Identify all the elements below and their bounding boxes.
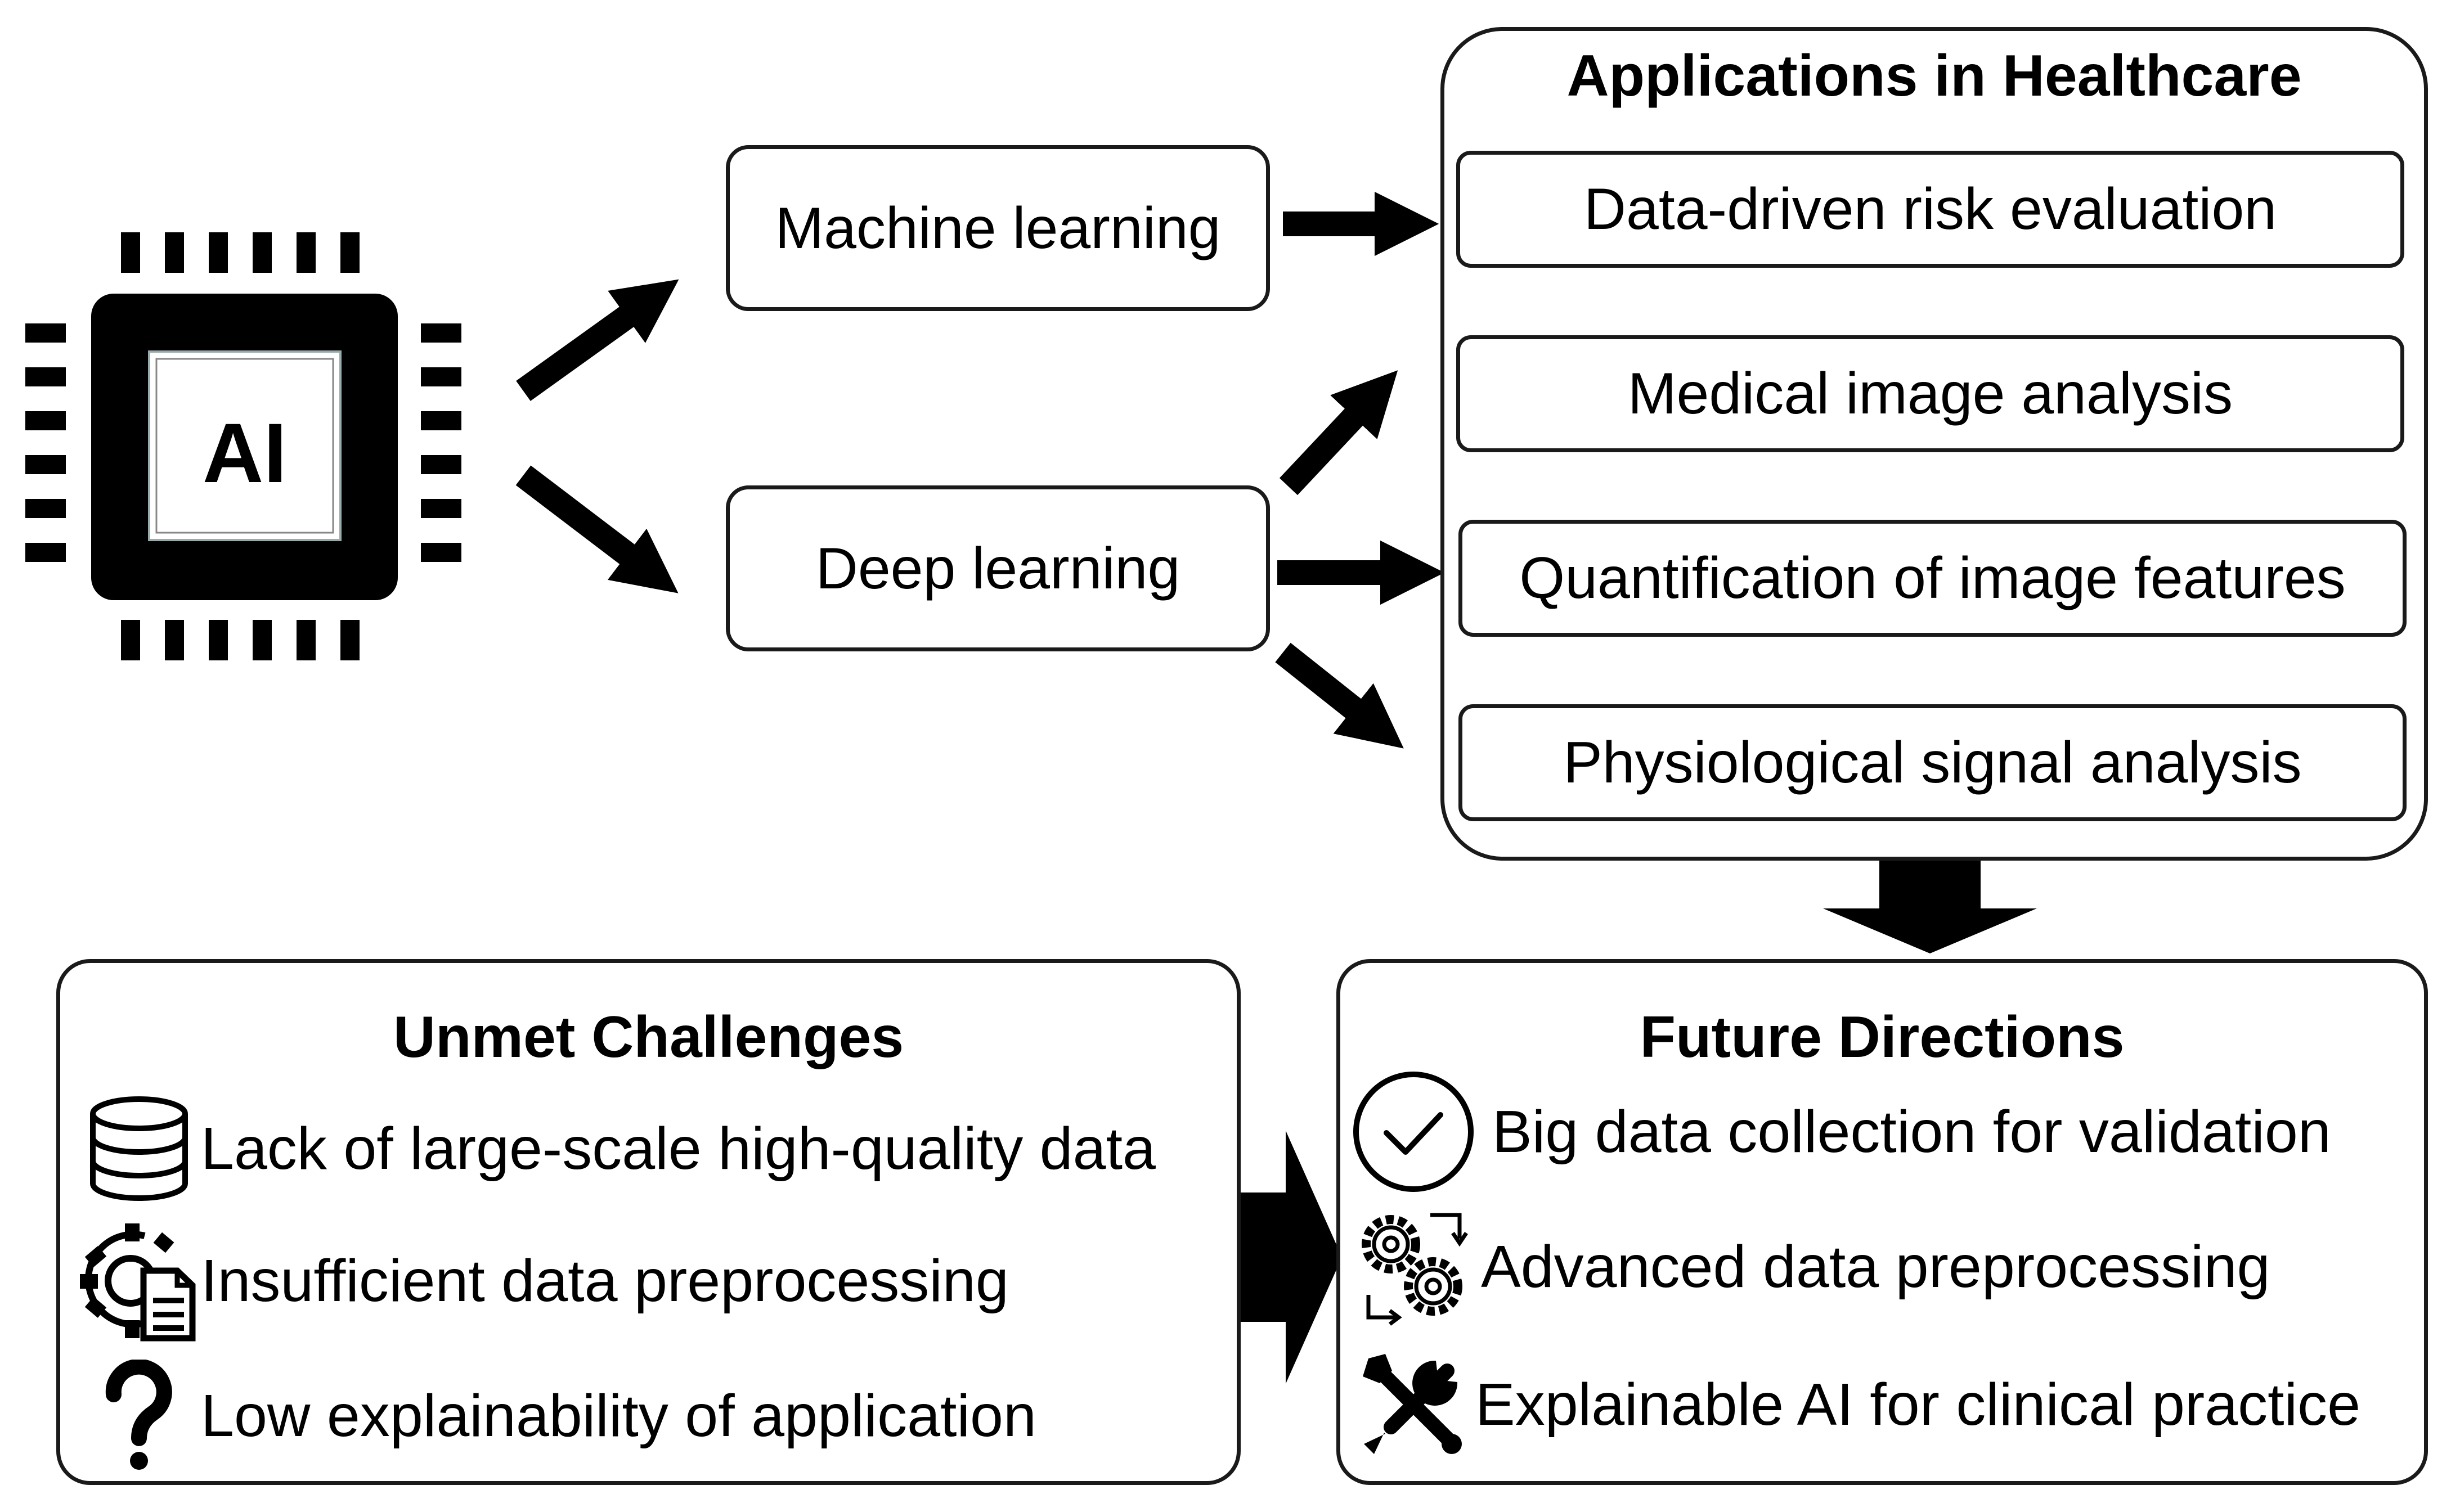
arrow-applications-to-future (1823, 861, 2037, 953)
challenge-row: Low explainability of application (77, 1354, 1036, 1478)
application-item-label: Physiological signal analysis (1563, 730, 2302, 795)
ai-chip-label: AI (203, 406, 287, 500)
challenge-text: Insufficient data preprocessing (201, 1248, 1009, 1314)
application-item-signal: Physiological signal analysis (1458, 704, 2407, 821)
deep-learning-label: Deep learning (815, 536, 1180, 601)
challenge-row: Lack of large-scale high-quality data (77, 1087, 1156, 1210)
future-panel: Future Directions Big data collection fo… (1336, 959, 2428, 1485)
ai-chip-icon (25, 232, 461, 660)
challenges-panel: Unmet Challenges Lack of large-scale hig… (56, 959, 1241, 1485)
applications-title: Applications in Healthcare (1566, 43, 2302, 109)
challenge-row: Insufficient data preprocessing (77, 1219, 1009, 1343)
arrow-ai-to-dl (515, 465, 679, 593)
arrow-ai-to-ml (516, 279, 679, 401)
future-text: Big data collection for validation (1492, 1099, 2331, 1165)
arrow-dl-to-image (1279, 370, 1398, 496)
gear-document-icon (80, 1223, 196, 1342)
tools-icon (1363, 1354, 1462, 1454)
application-item-quantification: Quantification of image features (1458, 520, 2407, 637)
future-row: Big data collection for validation (1352, 1070, 2331, 1194)
machine-learning-label: Machine learning (775, 195, 1221, 261)
gears-cycle-icon (1362, 1213, 1468, 1326)
database-icon (90, 1096, 188, 1201)
application-item-label: Data-driven risk evaluation (1583, 177, 2277, 242)
future-text: Explainable AI for clinical practice (1475, 1371, 2361, 1438)
challenge-text: Low explainability of application (201, 1383, 1036, 1449)
application-item-label: Medical image analysis (1627, 361, 2233, 426)
future-text: Advanced data preprocessing (1481, 1234, 2270, 1300)
application-item-image: Medical image analysis (1456, 335, 2404, 452)
arrow-dl-to-signal (1275, 642, 1404, 749)
future-row: Explainable AI for clinical practice (1352, 1343, 2360, 1466)
application-item-risk: Data-driven risk evaluation (1456, 151, 2404, 268)
deep-learning-box: Deep learning (726, 485, 1270, 651)
challenges-title: Unmet Challenges (393, 1005, 904, 1070)
future-title: Future Directions (1640, 1005, 2125, 1070)
question-mark-icon (105, 1360, 172, 1470)
future-row: Advanced data preprocessing (1352, 1205, 2270, 1329)
machine-learning-box: Machine learning (726, 145, 1270, 311)
application-item-label: Quantification of image features (1519, 546, 2346, 611)
arrow-challenges-to-future (1241, 1131, 1342, 1384)
check-circle-icon (1353, 1072, 1474, 1192)
challenge-text: Lack of large-scale high-quality data (201, 1115, 1156, 1182)
